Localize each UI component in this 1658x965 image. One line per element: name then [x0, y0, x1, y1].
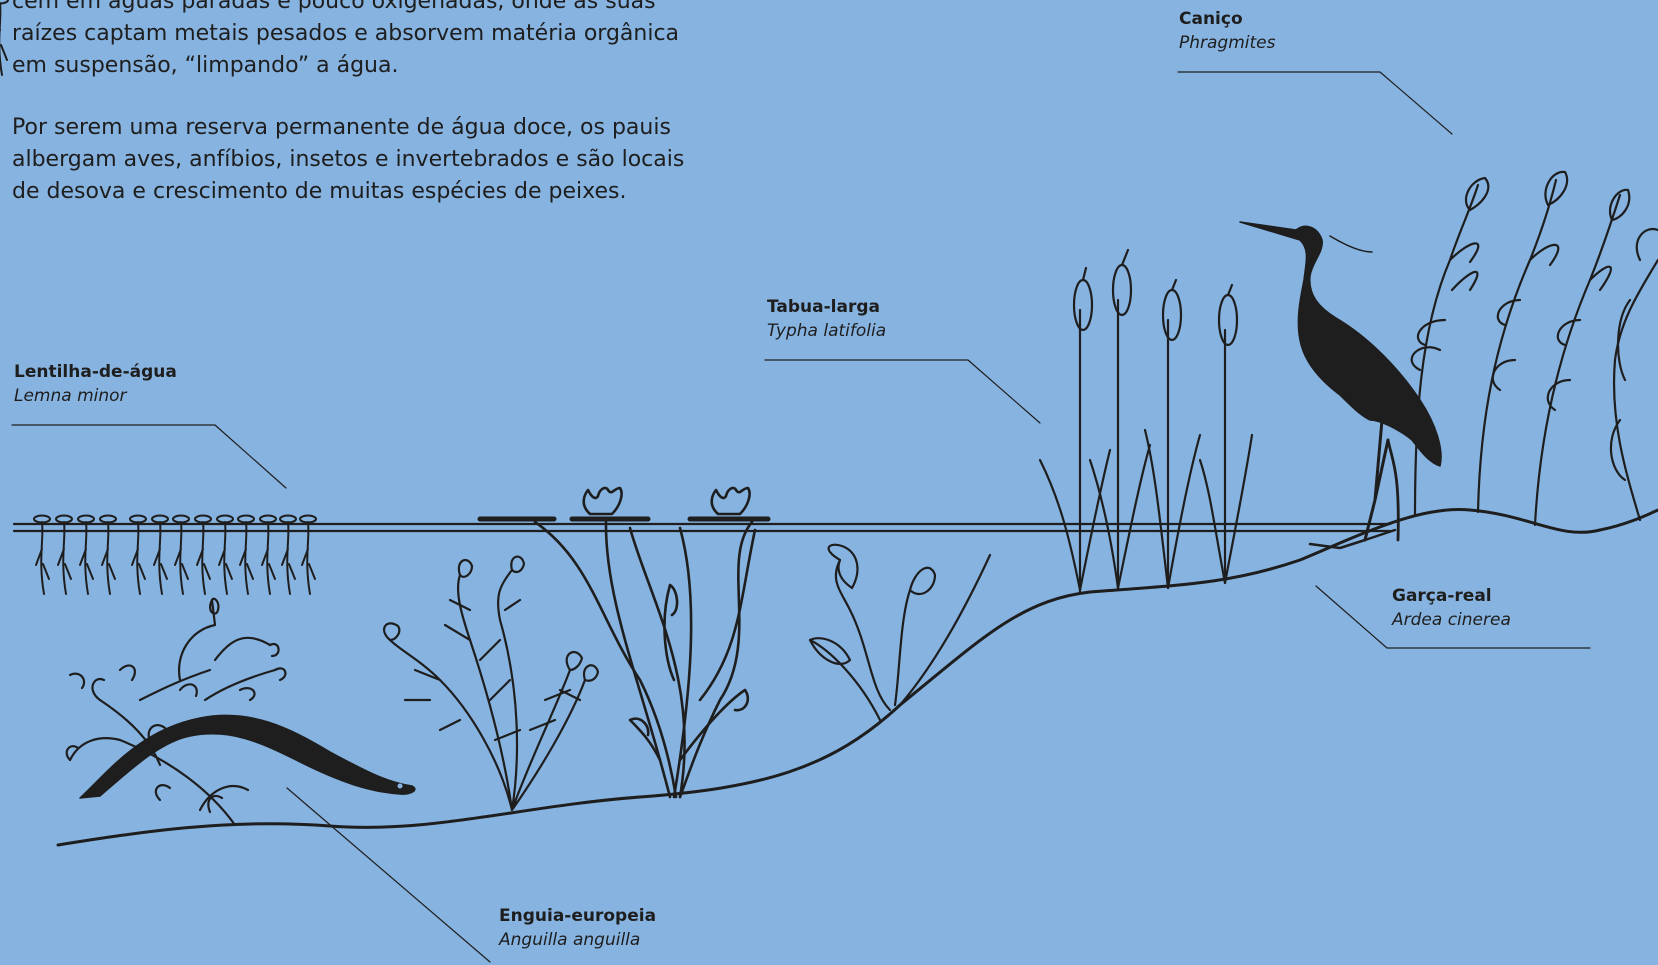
label-lentilha-scientific: Lemna minor	[14, 384, 177, 408]
label-tabua: Tabua-larga Typha latifolia	[767, 295, 886, 343]
label-garca-scientific: Ardea cinerea	[1392, 608, 1511, 632]
label-enguia-common: Enguia-europeia	[499, 904, 656, 928]
lily-flower	[584, 488, 622, 514]
submerged-plant-center	[384, 557, 598, 810]
label-lentilha: Lentilha-de-água Lemna minor	[14, 360, 177, 408]
label-tabua-scientific: Typha latifolia	[767, 319, 886, 343]
leader-line-tabua	[765, 360, 1040, 423]
water-lilies	[480, 488, 768, 797]
leader-line-canico	[1178, 72, 1452, 134]
duckweed-group	[0, 0, 316, 594]
label-garca-common: Garça-real	[1392, 584, 1511, 608]
lily-flower	[712, 488, 750, 514]
leader-line-enguia	[287, 788, 490, 962]
leader-line-lentilha	[12, 425, 286, 488]
cattails	[1040, 250, 1252, 592]
label-canico: Caniço Phragmites	[1179, 7, 1276, 55]
label-lentilha-common: Lentilha-de-água	[14, 360, 177, 384]
wetland-bank	[58, 509, 1658, 845]
slope-plants	[810, 545, 990, 720]
label-enguia: Enguia-europeia Anguilla anguilla	[499, 904, 656, 952]
label-canico-scientific: Phragmites	[1179, 31, 1276, 55]
label-enguia-scientific: Anguilla anguilla	[499, 928, 656, 952]
reeds	[1412, 172, 1658, 525]
label-tabua-common: Tabua-larga	[767, 295, 886, 319]
label-garca: Garça-real Ardea cinerea	[1392, 584, 1511, 632]
duckweed-plant	[0, 0, 8, 75]
heron	[1240, 220, 1441, 549]
eel	[80, 715, 415, 798]
water-surface	[14, 524, 1390, 531]
label-canico-common: Caniço	[1179, 7, 1276, 31]
